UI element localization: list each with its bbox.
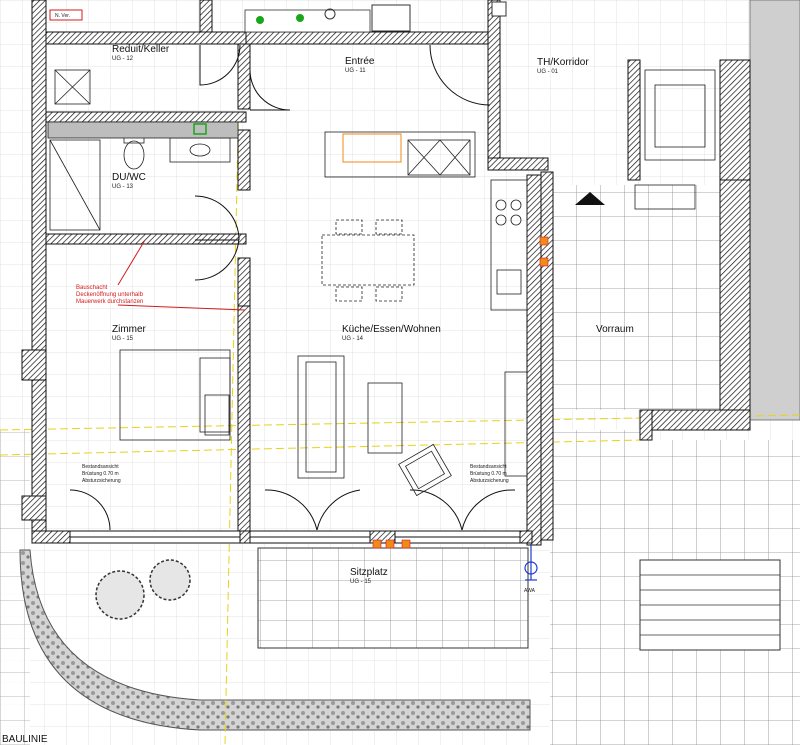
frame-label [49,9,83,21]
room-code-duwc: UG - 13 [112,184,134,190]
room-name-duwc: DU/WC [112,172,146,183]
window-note-right-3: Absturzsicherung [470,478,509,484]
room-code-reduit: UG - 12 [112,56,134,62]
window-note-right-2: Brüstung 0.70 m [470,471,507,477]
room-code-kueche: UG - 14 [342,336,364,342]
exterior-stair [639,559,781,651]
window-note-left-3: Absturzsicherung [82,478,121,484]
room-name-entree: Entrée [345,56,375,67]
room-name-reduit: Reduit/Keller [112,44,170,55]
baulinie-label: BAULINIE [2,734,48,745]
red-note-3: Mauerwerk durchstanzen [76,299,143,305]
vorraum-paving [552,185,722,410]
room-name-korridor: TH/Korridor [537,57,589,68]
arrow-icon [575,192,605,205]
room-code-zimmer: UG - 15 [112,336,134,342]
red-note-1: Bauschacht [76,285,108,291]
room-name-kueche: Küche/Essen/Wohnen [342,324,441,335]
room-name-vorraum: Vorraum [596,324,634,335]
window-note-left-2: Brüstung 0.70 m [82,471,119,477]
doors [69,44,516,531]
terrace-sitzplatz [257,547,529,649]
windows-bottom [69,530,521,544]
outlet-icon [193,123,207,135]
wall-markers [372,236,549,549]
drain-icon [524,545,538,581]
room-name-zimmer: Zimmer [112,324,147,335]
room-code-sitzplatz: UG - 15 [350,579,372,585]
room-code-entree: UG - 11 [345,68,366,74]
room-name-sitzplatz: Sitzplatz [350,567,388,578]
paving-right [550,430,650,745]
frame-label-text: N. Ver. [55,13,70,19]
walls [21,0,751,546]
room-code-korridor: UG - 01 [537,69,559,75]
furniture [47,69,716,497]
red-note-2: Deckenöffnung unterhalb [76,292,144,298]
tree-icon [95,559,191,620]
awa-label: AWA [524,588,536,594]
planting-strip [19,549,531,731]
red-annotation [117,239,246,311]
window-note-right-1: Bestandsansicht [470,464,507,470]
top-fixtures [244,1,507,33]
window-note-left-1: Bestandsansicht [82,464,119,470]
neighbour-wall [749,0,800,421]
